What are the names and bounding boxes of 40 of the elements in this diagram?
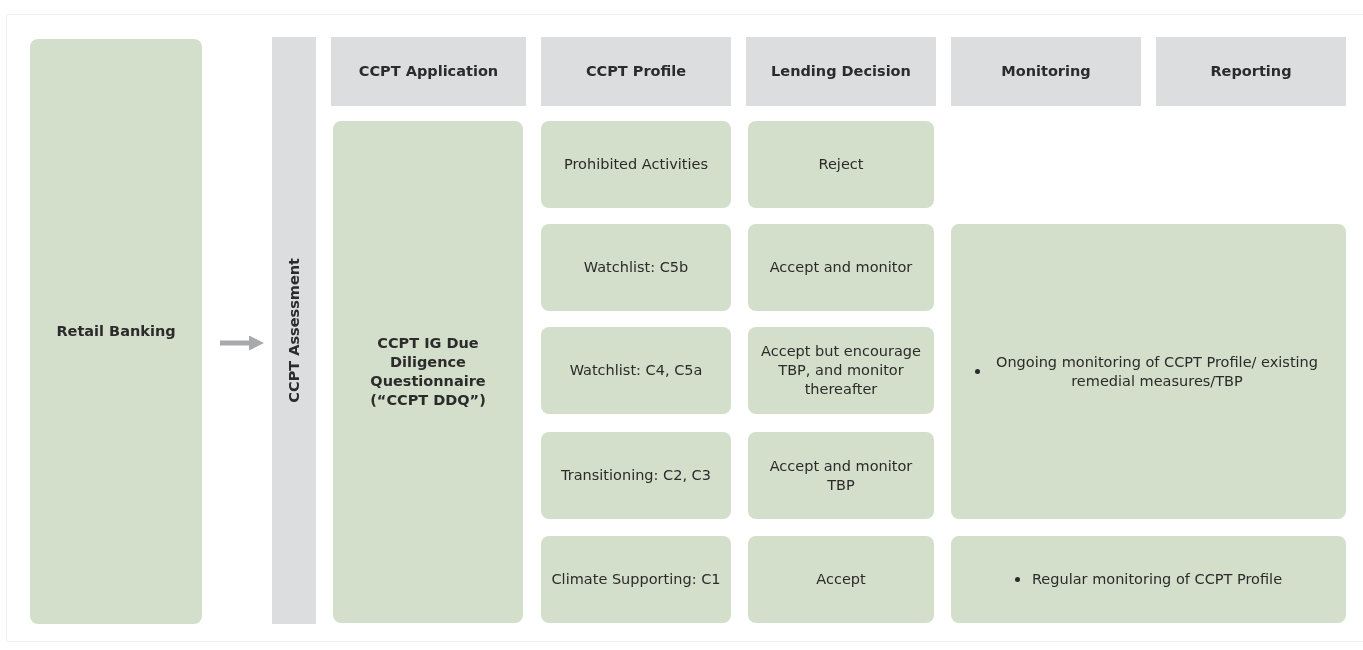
column-header — [951, 37, 1141, 106]
assessment-band — [272, 37, 316, 624]
process-box — [541, 224, 731, 311]
monitoring-box — [951, 536, 1346, 623]
process-box — [541, 327, 731, 414]
node-text: Transitioning: C2, C3 — [561, 466, 711, 485]
column-header — [746, 37, 936, 106]
column-header — [331, 37, 526, 106]
header-text: CCPT Application — [358, 62, 499, 81]
node-text: Prohibited Activities — [564, 155, 708, 174]
process-box — [541, 121, 731, 208]
process-box — [748, 224, 934, 311]
node-text: Watchlist: C4, C5a — [569, 361, 703, 380]
node-text: Accept and monitor — [769, 258, 913, 277]
node-text: Accept but encourage TBP, and monitor thereafter — [760, 342, 922, 399]
header-text: Lending Decision — [771, 62, 911, 81]
process-box — [748, 121, 934, 208]
node-text: Reject — [818, 155, 864, 174]
column-header — [541, 37, 731, 106]
node-text: Accept and monitor TBP — [768, 456, 914, 495]
process-box — [541, 536, 731, 623]
process-box — [748, 432, 934, 519]
node-text: Retail Banking — [56, 322, 176, 341]
header-text: CCPT Assessment — [284, 258, 303, 403]
header-text: Reporting — [1210, 62, 1292, 81]
node-text: Ongoing monitoring of CCPT Profile/ existing remedial measures/TBP — [994, 352, 1319, 391]
node-text: Accept — [816, 570, 866, 589]
node-text: CCPT IG Due Diligence Questionnaire (“CCPT DDQ”) — [369, 334, 487, 410]
column-header — [1156, 37, 1346, 106]
process-box — [748, 327, 934, 414]
node-text: Watchlist: C5b — [583, 258, 689, 277]
process-box — [541, 432, 731, 519]
node-text: Climate Supporting: C1 — [551, 570, 721, 589]
arrow — [220, 335, 264, 351]
process-box — [748, 536, 934, 623]
node-text: Regular monitoring of CCPT Profile — [1031, 570, 1283, 589]
monitoring-box — [951, 224, 1346, 519]
header-text: Monitoring — [1001, 62, 1091, 81]
header-text: CCPT Profile — [585, 62, 687, 81]
questionnaire-box — [333, 121, 523, 623]
